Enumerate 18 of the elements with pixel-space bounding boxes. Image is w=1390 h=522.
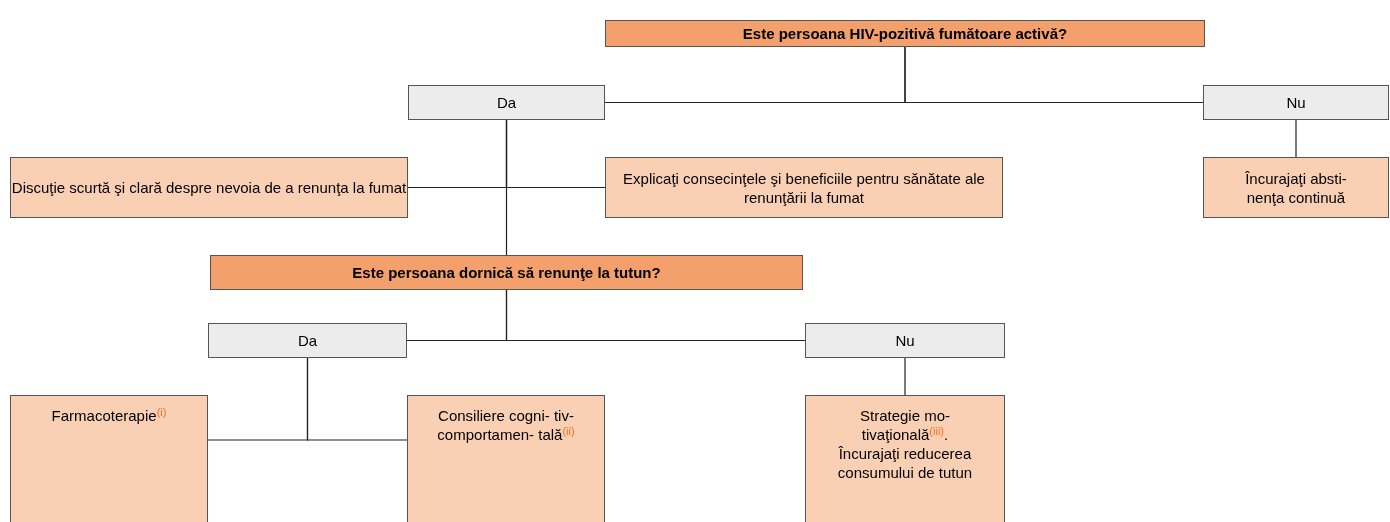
question-box: Este persoana HIV-pozitivă fumătoare activă? [605, 20, 1205, 47]
connector-line [306, 357, 408, 441]
connector-line [1295, 119, 1297, 158]
action-box: Explicaţi consecinţele şi beneficiile pentru sănătate ale renunţării la fumat [605, 157, 1003, 218]
connector-line [904, 46, 1204, 104]
connector-line [904, 357, 906, 396]
connector-line [505, 119, 508, 256]
answer-box: Da [208, 323, 407, 358]
action-box: Discuţie scurtă şi clară despre nevoia de a renunţa la fumat [10, 157, 408, 218]
action-box: Strategie mo- tivaţională$^{(iii)}$. Încurajaţi reducerea consumului de tutun [805, 395, 1005, 522]
action-box: Încurajaţi absti- nenţa continuă [1203, 157, 1389, 218]
question-box: Este persoana dornică să renunţe la tutun? [210, 255, 803, 290]
answer-box: Nu [1203, 85, 1389, 120]
action-box: Consiliere cogni- tiv-comportamen- tală$^{(ii)}$ [407, 395, 605, 522]
connector-line [505, 289, 806, 342]
answer-box: Da [408, 85, 605, 120]
action-box: Farmacoterapie$^{(i)}$ [10, 395, 208, 522]
answer-box: Nu [805, 323, 1005, 358]
